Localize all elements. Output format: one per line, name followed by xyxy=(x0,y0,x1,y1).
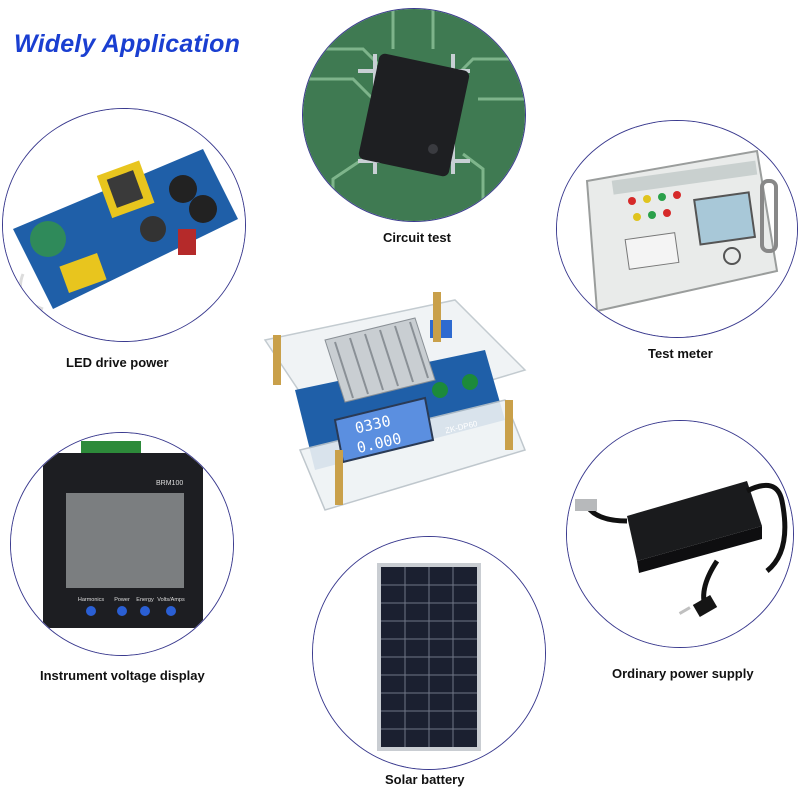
solar-panel-icon xyxy=(313,537,545,769)
solar-battery-image xyxy=(312,536,546,770)
page-title: Widely Application xyxy=(14,30,241,58)
circuit-test-image xyxy=(302,8,526,222)
label-circuit-test: Circuit test xyxy=(383,230,451,245)
ordinary-power-supply-image xyxy=(566,420,794,648)
power-adapter-icon xyxy=(567,421,793,647)
power-module-icon: 0330 0.000 ZK-DP60 xyxy=(263,292,527,511)
microchip-icon xyxy=(303,9,525,221)
label-test-meter: Test meter xyxy=(648,346,713,361)
panel-meter-model: BRM100 xyxy=(156,480,183,487)
label-ordinary-power-supply: Ordinary power supply xyxy=(612,666,754,681)
test-meter-icon xyxy=(557,121,797,337)
led-driver-board-icon xyxy=(3,109,245,341)
panel-button-label-power: Power xyxy=(114,597,130,603)
label-instrument-voltage-display: Instrument voltage display xyxy=(40,668,205,683)
label-solar-battery: Solar battery xyxy=(385,772,465,787)
panel-button-label-harmonics: Harmonics xyxy=(78,597,105,603)
led-drive-power-image xyxy=(2,108,246,342)
panel-meter-icon: BRM100 Harmonics Power Energy Volts/Amps xyxy=(11,433,233,655)
instrument-voltage-display-image: BRM100 Harmonics Power Energy Volts/Amps xyxy=(10,432,234,656)
center-power-module-image: 0330 0.000 ZK-DP60 xyxy=(255,280,535,520)
panel-button-label-energy: Energy xyxy=(136,597,154,603)
label-led-drive-power: LED drive power xyxy=(66,355,169,370)
panel-button-label-volts-amps: Volts/Amps xyxy=(157,597,185,603)
test-meter-image xyxy=(556,120,798,338)
